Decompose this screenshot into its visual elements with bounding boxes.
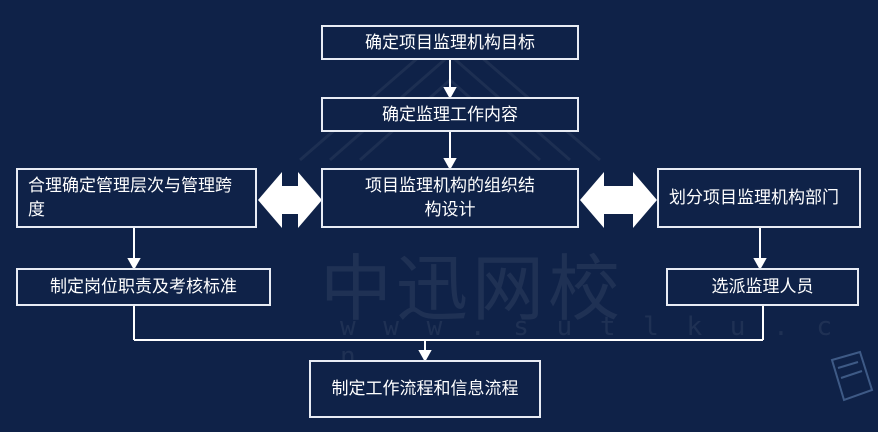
node-levels: 合理确定管理层次与管理跨度 xyxy=(16,168,257,228)
brand-watermark: 中迅网校 xyxy=(320,247,625,331)
node-goal: 确定项目监理机构目标 xyxy=(321,25,579,60)
arrowhead xyxy=(443,158,457,171)
node-process: 制定工作流程和信息流程 xyxy=(309,360,541,418)
node-staff: 选派监理人员 xyxy=(666,268,859,306)
arrowhead xyxy=(753,258,767,271)
book-icon xyxy=(830,350,874,402)
double-arrow-right xyxy=(580,172,657,228)
node-duties: 制定岗位职责及考核标准 xyxy=(16,268,271,306)
node-departments: 划分项目监理机构部门 xyxy=(657,168,861,228)
double-arrow-left xyxy=(258,172,322,228)
arrowhead xyxy=(127,258,141,271)
arrowhead xyxy=(443,87,457,100)
node-content: 确定监理工作内容 xyxy=(321,97,579,132)
arrowhead xyxy=(418,350,432,363)
url-watermark: w w w . s u t l k u . c n xyxy=(340,312,839,372)
node-structure: 项目监理机构的组织结构设计 xyxy=(321,168,579,228)
